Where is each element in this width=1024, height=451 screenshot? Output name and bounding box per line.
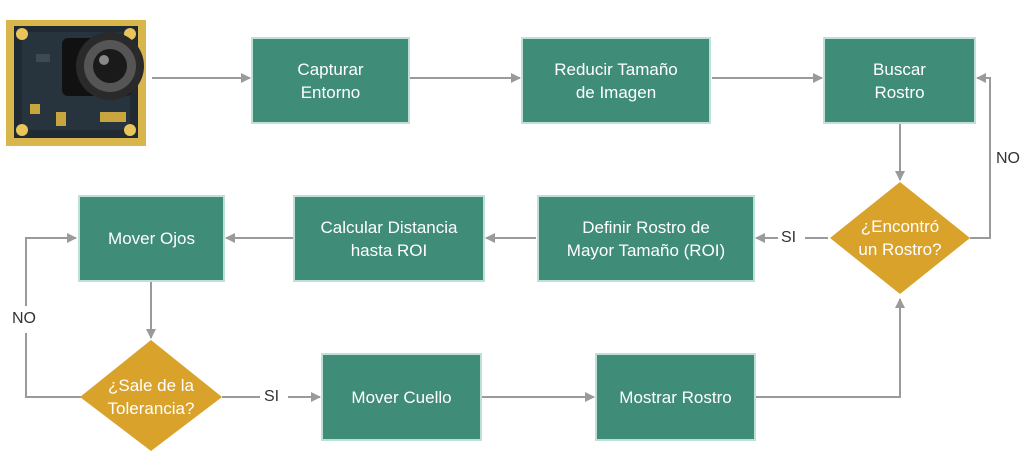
connector-sale-no-b <box>25 233 77 306</box>
box-capturar-entorno: Capturar Entorno <box>251 37 410 124</box>
label-no-right: NO <box>996 150 1020 167</box>
connector-mostrar-encontro <box>756 298 905 398</box>
box-definir-rostro: Definir Rostro de Mayor Tamaño (ROI) <box>537 195 755 282</box>
box-mover-ojos: Mover Ojos <box>78 195 225 282</box>
box-buscar-rostro: Buscar Rostro <box>823 37 976 124</box>
decision-sale-tolerancia: ¿Sale de la Tolerancia? <box>107 376 195 418</box>
connector-encontro-no <box>970 73 991 239</box>
label-no-left: NO <box>12 310 36 327</box>
decision-encontro-shape <box>830 182 970 294</box>
box-calcular-distancia: Calcular Distancia hasta ROI <box>293 195 485 282</box>
decision-encontro-rostro: ¿Encontró un Rostro? <box>858 217 942 259</box>
label-si-sale: SI <box>264 388 280 405</box>
box-mostrar-rostro: Mostrar Rostro <box>595 353 756 441</box>
label-si-encontro: SI <box>781 229 797 246</box>
connector-sale-no-a <box>25 333 82 398</box>
box-mover-cuello: Mover Cuello <box>321 353 482 441</box>
camera-module-icon <box>6 20 146 146</box>
decision-sale-shape <box>80 340 222 451</box>
box-reducir-tamano: Reducir Tamaño de Imagen <box>521 37 711 124</box>
